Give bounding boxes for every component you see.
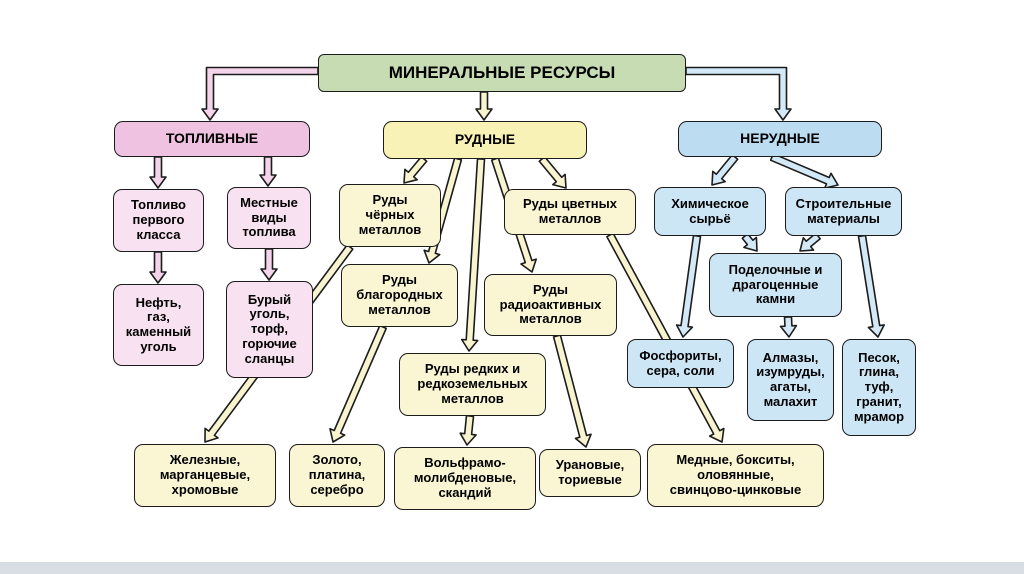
node-out-noble-label: Золото, платина, серебро [308,452,366,497]
node-ore-nonferrous-label: Руды цветных металлов [523,196,617,226]
node-ore-rare: Руды редких и редкоземельных металлов [399,353,546,416]
node-gems-list: Алмазы, изумруды, агаты, малахит [747,339,834,421]
node-gems-list-label: Алмазы, изумруды, агаты, малахит [756,349,825,409]
node-non-ore: НЕРУДНЫЕ [678,121,882,157]
node-out-nonferrous-label: Медные, бокситы, оловянные, свинцово-цин… [669,452,802,497]
node-build-list: Песок, глина, туф, гранит, мрамор [842,339,916,436]
arrow-nonferrous-to-out [606,232,725,443]
arrow-gems-to-list [779,315,798,338]
node-build-list-label: Песок, глина, туф, гранит, мрамор [853,349,905,424]
arrow-fuel-to-local [259,156,277,187]
node-fuel-local-list: Бурый уголь, торф, горючие сланцы [226,281,313,378]
node-fuel-local-label: Местные виды топлива [240,194,298,240]
node-build: Строительные материалы [785,187,902,236]
node-ore-noble: Руды благородных металлов [341,264,458,327]
node-chem-list-label: Фосфориты, сера, соли [639,347,722,378]
node-ore-rare-label: Руды редких и редкоземельных металлов [417,361,528,406]
node-out-radioactive-label: Урановые, ториевые [555,457,625,487]
node-ore: РУДНЫЕ [383,121,587,159]
node-ore-label: РУДНЫЕ [454,131,516,148]
arrow-radioactive-to-out [552,334,592,448]
arrow-ore-to-ferrous [403,156,428,184]
arrow-noble-to-out [329,324,388,443]
node-root: МИНЕРАЛЬНЫЕ РЕСУРСЫ [318,54,686,92]
node-ore-radioactive: Руды радиоактивных металлов [484,274,617,336]
node-out-noble: Золото, платина, серебро [289,444,385,507]
node-ore-nonferrous: Руды цветных металлов [504,189,636,235]
node-chem: Химическое сырьё [654,187,766,236]
arrow-first-class-to-list [149,251,167,284]
node-fuel-first-class: Топливо первого класса [113,189,204,252]
node-fuel-first-class-label: Топливо первого класса [131,197,186,242]
arrow-ore-to-nonferrous [538,156,567,189]
arrow-rare-to-out [459,414,477,446]
arrow-root-to-fuel [201,66,319,121]
node-out-ferrous: Железные, марганцевые, хромовые [134,444,276,507]
arrow-non-ore-to-chem [711,154,739,186]
node-chem-label: Химическое сырьё [671,195,749,226]
arrow-build-to-gems [799,232,822,252]
arrow-chem-to-list [675,234,702,338]
node-build-label: Строительные материалы [795,195,892,226]
node-out-radioactive: Урановые, ториевые [539,449,641,497]
node-non-ore-label: НЕРУДНЫЕ [740,130,820,147]
arrow-ore-to-rare [460,158,486,352]
node-out-rare-label: Вольфрамо- молибденовые, скандий [413,455,517,500]
node-ore-ferrous-label: Руды чёрных металлов [358,192,422,237]
arrow-root-to-ore [475,91,493,121]
node-out-ferrous-label: Железные, марганцевые, хромовые [159,452,251,497]
node-root-label: МИНЕРАЛЬНЫЕ РЕСУРСЫ [388,63,616,83]
node-fuel-label: ТОПЛИВНЫЕ [165,130,259,147]
arrow-fuel-to-first-class [149,156,167,189]
node-out-nonferrous: Медные, бокситы, оловянные, свинцово-цин… [647,444,824,507]
slide-footer-bar [0,562,1024,574]
node-ore-noble-label: Руды благородных металлов [356,272,443,317]
arrow-build-to-list [857,234,886,338]
arrow-root-to-non-ore [685,66,792,121]
node-gems-label: Поделочные и драгоценные камни [728,261,823,307]
node-out-rare: Вольфрамо- молибденовые, скандий [394,447,536,510]
arrow-local-to-list [260,248,278,281]
node-fuel-local: Местные виды топлива [227,187,311,249]
arrow-chem-to-gems [741,233,758,252]
node-fuel: ТОПЛИВНЫЕ [114,121,310,157]
node-fuel-first-list: Нефть, газ, каменный уголь [113,284,204,366]
node-ore-ferrous: Руды чёрных металлов [339,184,441,247]
node-ore-radioactive-label: Руды радиоактивных металлов [499,281,602,327]
node-fuel-first-list-label: Нефть, газ, каменный уголь [125,294,192,354]
node-fuel-local-list-label: Бурый уголь, торф, горючие сланцы [242,291,297,366]
arrow-non-ore-to-build [769,153,839,189]
node-gems: Поделочные и драгоценные камни [709,253,842,317]
node-chem-list: Фосфориты, сера, соли [627,339,734,388]
